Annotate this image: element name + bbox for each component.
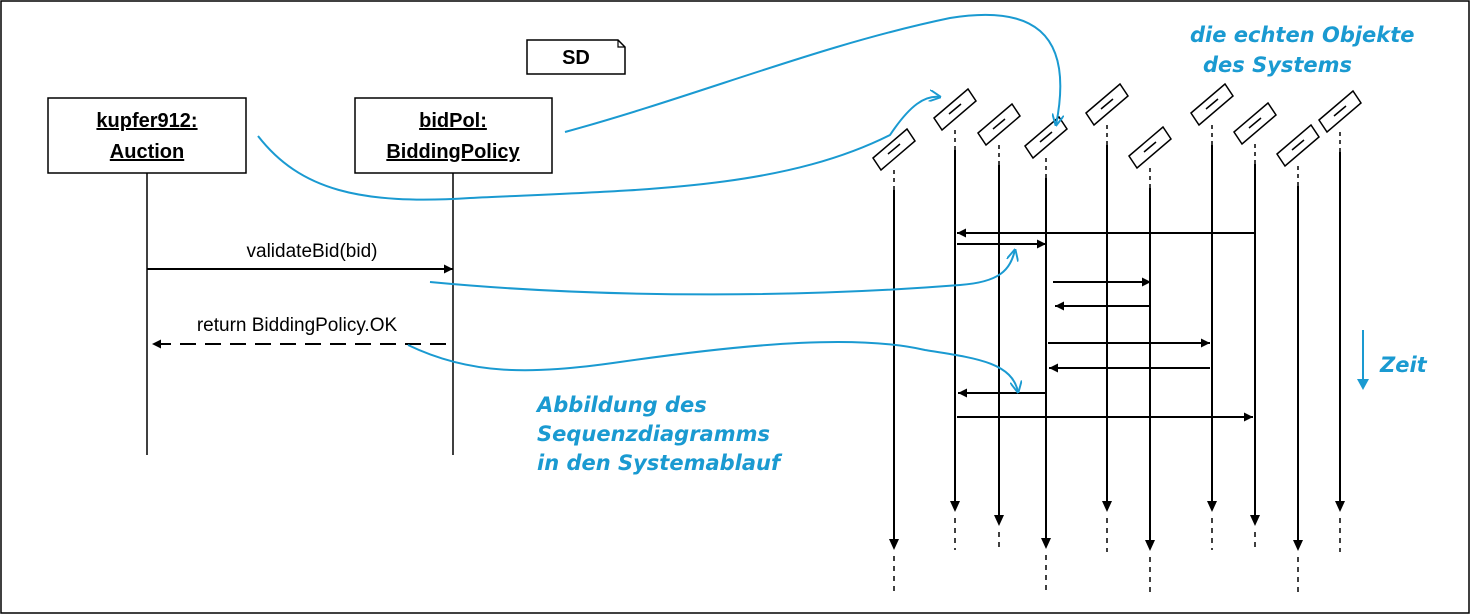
object-auction-name: kupfer912: <box>96 110 197 132</box>
object-bidding-policy-type: BiddingPolicy <box>386 141 520 163</box>
time-indicator: Zeit <box>1357 330 1428 390</box>
system-lifeline-arrow <box>1335 501 1345 512</box>
system-object-mark <box>1039 131 1053 143</box>
mapping-label-line2: Sequenzdiagramms <box>537 422 770 446</box>
mapping-label-line1: Abbildung des <box>535 393 707 417</box>
system-object <box>1190 82 1234 550</box>
system-object <box>977 102 1021 552</box>
sd-frame-tag: SD <box>526 39 626 75</box>
message-call: validateBid(bid) <box>147 241 453 274</box>
system-object <box>1276 123 1320 595</box>
system-object <box>1233 101 1277 552</box>
real-objects-label-line1: die echten Objekte <box>1190 23 1415 47</box>
system-lifeline-arrow <box>994 515 1004 526</box>
object-auction-type: Auction <box>110 141 184 163</box>
message-return-label: return BiddingPolicy.OK <box>197 315 398 336</box>
system-object <box>1128 125 1172 592</box>
sd-tag-label: SD <box>562 47 590 69</box>
message-return: return BiddingPolicy.OK <box>152 315 446 349</box>
system-object-mark <box>1205 98 1219 110</box>
mapping-arrow-call <box>429 250 1015 296</box>
time-label: Zeit <box>1379 353 1428 377</box>
message-call-label: validateBid(bid) <box>247 241 378 262</box>
system-lifeline-arrow <box>1250 515 1260 526</box>
system-lifeline-arrow <box>1207 501 1217 512</box>
system-object-mark <box>1100 98 1114 110</box>
system-object-mark <box>1143 141 1157 153</box>
object-bidding-policy: bidPol: BiddingPolicy <box>354 97 553 455</box>
system-lifeline-arrow <box>1145 540 1155 551</box>
system-object-mark <box>1291 139 1305 151</box>
system-object <box>1085 82 1129 552</box>
system-object-mark <box>992 118 1006 130</box>
object-auction: kupfer912: Auction <box>47 97 247 455</box>
system-lifeline-arrow <box>1041 538 1051 549</box>
system-lifeline-arrow <box>1293 540 1303 551</box>
mapping-arrow-bidpol <box>564 13 1060 133</box>
system-object <box>872 127 916 595</box>
mapping-arrow-auction <box>257 97 940 201</box>
object-bidding-policy-name: bidPol: <box>419 110 487 132</box>
system-lifeline-arrow <box>950 501 960 512</box>
system-objects <box>872 82 1362 595</box>
system-object-mark <box>1333 105 1347 117</box>
mapping-arrows <box>257 13 1060 392</box>
system-messages <box>957 228 1255 422</box>
system-object-mark <box>948 103 962 115</box>
system-lifeline-arrow <box>889 539 899 550</box>
system-object-mark <box>1248 117 1262 129</box>
system-lifeline-arrow <box>1102 501 1112 512</box>
system-object <box>933 87 977 550</box>
time-arrow-head <box>1357 379 1369 390</box>
real-objects-label-line2: des Systems <box>1203 53 1352 77</box>
system-object <box>1318 89 1362 552</box>
system-object-mark <box>887 143 901 155</box>
mapping-arrow-return <box>407 340 1018 392</box>
mapping-label-line3: in den Systemablauf <box>537 451 783 475</box>
